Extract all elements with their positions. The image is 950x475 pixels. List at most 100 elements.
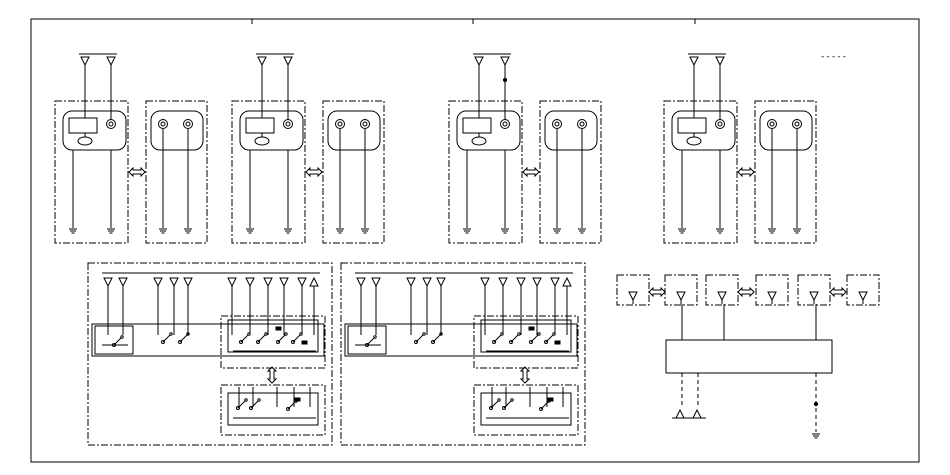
antenna-icon <box>107 57 115 69</box>
switch-panel <box>341 263 585 445</box>
antenna-icon <box>768 292 776 304</box>
switch-pivot <box>415 341 418 344</box>
panel-enclosure <box>341 263 585 445</box>
antenna-triangle <box>437 278 445 286</box>
antenna-triangle <box>107 57 115 65</box>
module-body <box>545 111 597 150</box>
module-body <box>63 111 126 150</box>
ground-icon <box>107 229 115 233</box>
connector-ring <box>768 120 777 129</box>
antenna-triangle <box>184 278 192 286</box>
connector-core <box>503 122 507 126</box>
arrow-up-icon <box>563 278 571 286</box>
switch-contact <box>538 333 540 335</box>
connector-enclosure <box>847 275 879 305</box>
antenna-triangle <box>170 278 178 286</box>
switch-pivot <box>432 341 435 344</box>
ground-icon <box>336 229 344 233</box>
component-block <box>548 398 553 401</box>
drawing-frame <box>31 19 919 462</box>
switch-icon <box>250 399 261 410</box>
sub-circuit-box <box>481 393 571 425</box>
bidirectional-arrow-icon <box>649 288 665 296</box>
switch-contact <box>187 333 189 335</box>
antenna-triangle <box>258 57 266 65</box>
arrow-up-icon <box>310 278 318 286</box>
antenna-icon <box>372 278 380 290</box>
switch-contact <box>121 336 123 338</box>
switch-contact <box>501 333 503 335</box>
connector-core <box>718 122 722 126</box>
junction-dot <box>814 402 817 405</box>
module-body <box>151 111 203 150</box>
antenna-icon <box>499 278 507 290</box>
antenna-icon <box>357 278 365 290</box>
switch-blade <box>163 335 170 342</box>
connector-core <box>186 122 190 126</box>
connector-core <box>338 122 342 126</box>
relay-box <box>95 326 133 354</box>
antenna-icon <box>676 410 684 418</box>
switch-blade <box>293 335 300 342</box>
switch-contact <box>258 399 260 401</box>
switch-pivot <box>545 341 548 344</box>
connector-icon <box>553 120 562 129</box>
module-body <box>328 111 380 150</box>
antenna-icon <box>170 278 178 290</box>
switch-icon <box>277 333 288 344</box>
component-block <box>302 341 307 344</box>
ground-icon <box>678 229 686 233</box>
antenna-icon <box>298 278 306 290</box>
switch-pivot <box>540 408 543 411</box>
antenna-icon <box>246 278 254 290</box>
switch-pivot <box>237 407 240 410</box>
module-ellipse <box>78 137 92 145</box>
connector-enclosure <box>798 275 830 305</box>
switch-blade <box>251 401 258 408</box>
antenna-triangle <box>475 57 483 65</box>
vertical-arrow-icon <box>521 367 529 383</box>
switch-pivot <box>366 344 369 347</box>
antenna-icon <box>481 278 489 290</box>
connector-core <box>286 122 290 126</box>
antenna-triangle <box>104 278 112 286</box>
ground-icon <box>69 229 77 233</box>
switch-icon <box>162 333 173 344</box>
sub-circuit <box>221 385 325 435</box>
reference-mark: ----- <box>820 52 847 62</box>
switch-contact <box>440 333 442 335</box>
connector-block-group <box>617 275 879 438</box>
bidirectional-arrow-icon <box>523 168 539 176</box>
antenna-icon <box>810 292 818 304</box>
module-body <box>457 111 520 150</box>
circuit-box <box>92 324 324 356</box>
antenna-triangle <box>533 278 541 286</box>
arrow-shape <box>306 168 322 176</box>
switch-icon <box>490 399 501 410</box>
switch-icon <box>292 333 303 344</box>
module-box <box>463 118 491 133</box>
connector-ring <box>184 120 193 129</box>
antenna-triangle <box>119 278 127 286</box>
antenna-triangle <box>768 292 776 300</box>
antenna-triangle <box>81 57 89 65</box>
arrow-shape <box>523 168 539 176</box>
switch-blade <box>531 335 538 342</box>
antenna-triangle <box>716 57 724 65</box>
ground-icon <box>793 229 801 233</box>
switch-contact <box>553 333 555 335</box>
sub-circuit <box>474 385 578 435</box>
ground-icon <box>553 229 561 233</box>
module-body <box>240 111 303 150</box>
antenna-triangle <box>407 278 415 286</box>
connector-enclosure <box>756 275 788 305</box>
module-body <box>672 111 735 150</box>
connector-ring <box>361 120 370 129</box>
antenna-triangle <box>677 292 685 300</box>
unit-enclosure <box>55 101 128 243</box>
antenna-icon <box>258 57 266 69</box>
bus-box <box>666 340 832 373</box>
antenna-triangle <box>810 292 818 300</box>
connector-core <box>109 122 113 126</box>
arrow-shape <box>738 168 754 176</box>
